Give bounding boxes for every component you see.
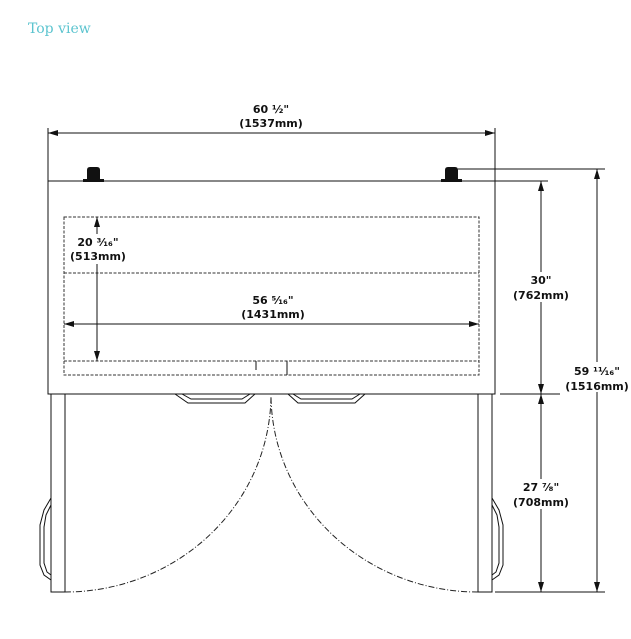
door-swing-imperial: 27 ⁷⁄₈" <box>523 481 559 494</box>
door-swing-metric: (708mm) <box>513 496 569 509</box>
interior-width-metric: (1431mm) <box>241 308 305 321</box>
caster-knob-icon <box>441 167 462 182</box>
overall-depth-metric: (1516mm) <box>565 380 629 393</box>
interior-width-imperial: 56 ⁵⁄₁₆" <box>252 294 293 307</box>
interior-depth-metric: (513mm) <box>70 250 126 263</box>
dimension-overall-width: 60 ½" (1537mm) <box>47 103 496 181</box>
interior-depth-imperial: 20 ³⁄₁₆" <box>77 236 118 249</box>
overall-width-metric: (1537mm) <box>239 117 303 130</box>
cabinet-body <box>47 180 496 395</box>
dimension-door-swing: 27 ⁷⁄₈" (708mm) <box>512 394 572 592</box>
left-door <box>39 393 272 593</box>
overall-width-imperial: 60 ½" <box>253 103 289 116</box>
overall-depth-imperial: 59 ¹¹⁄₁₆" <box>574 365 620 378</box>
dimension-interior-depth: 20 ³⁄₁₆" (513mm) <box>68 217 128 361</box>
dimension-cabinet-depth: 30" (762mm) <box>495 180 572 395</box>
view-title: Top view <box>28 21 91 37</box>
right-door <box>270 393 504 593</box>
dimension-interior-width: 56 ⁵⁄₁₆" (1431mm) <box>64 294 479 327</box>
dimension-overall-depth: 59 ¹¹⁄₁₆" (1516mm) <box>458 168 629 593</box>
cabinet-depth-imperial: 30" <box>530 274 551 287</box>
caster-knob-icon <box>83 167 104 182</box>
cabinet-depth-metric: (762mm) <box>513 289 569 302</box>
